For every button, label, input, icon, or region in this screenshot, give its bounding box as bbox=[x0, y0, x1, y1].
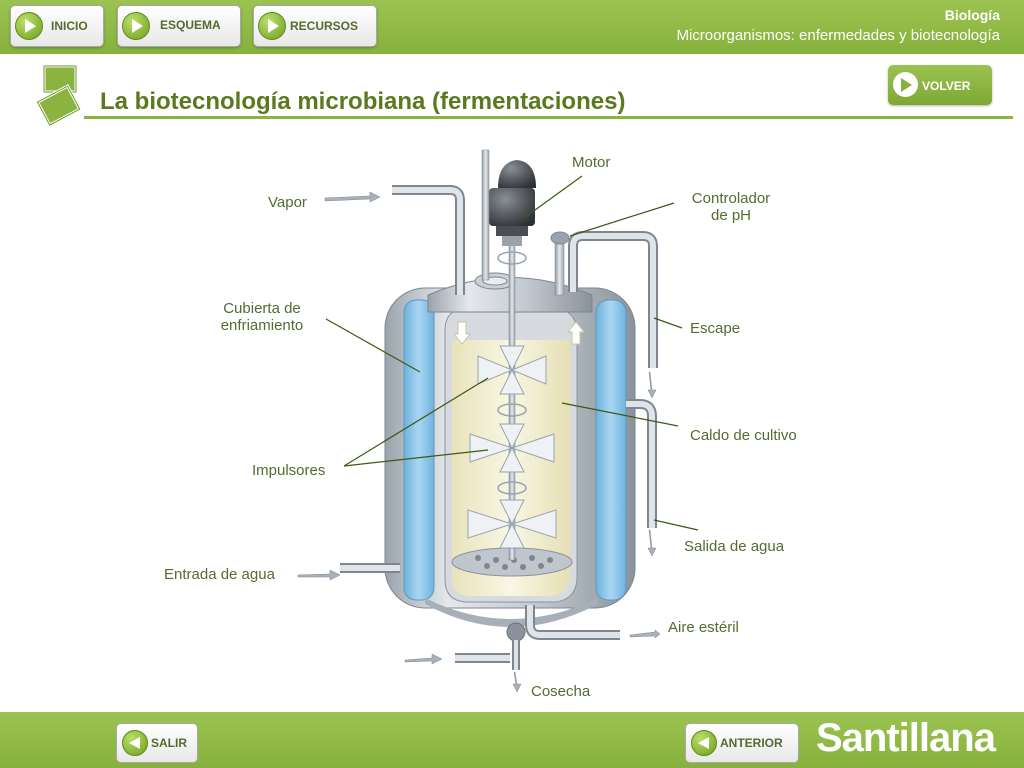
play-icon bbox=[122, 12, 150, 40]
esquema-button[interactable]: ESQUEMA bbox=[117, 5, 241, 47]
volver-label: VOLVER bbox=[922, 79, 971, 93]
unit-title: Microorganismos: enfermedades y biotecno… bbox=[676, 27, 1000, 44]
label-motor: Motor bbox=[572, 154, 611, 171]
inicio-label: INICIO bbox=[51, 19, 88, 33]
label-cosecha: Cosecha bbox=[531, 683, 591, 700]
back-arrow-icon bbox=[691, 730, 717, 756]
page-title: La biotecnología microbiana (fermentacio… bbox=[100, 88, 626, 115]
anterior-label: ANTERIOR bbox=[720, 736, 783, 750]
label-cubierta: Cubierta de enfriamiento bbox=[206, 300, 318, 334]
label-controlador-line2: de pH bbox=[710, 207, 752, 224]
back-arrow-icon bbox=[122, 730, 148, 756]
label-salida: Salida de agua bbox=[684, 538, 785, 555]
label-escape: Escape bbox=[690, 320, 741, 337]
label-aire: Aire estéril bbox=[668, 619, 739, 636]
play-icon bbox=[15, 12, 43, 40]
label-controlador-line1: Controlador bbox=[691, 190, 771, 207]
label-impulsores: Impulsores bbox=[252, 462, 326, 479]
label-vapor: Vapor bbox=[268, 194, 307, 211]
slides-icon bbox=[36, 64, 82, 126]
play-icon bbox=[258, 12, 286, 40]
label-cubierta-line2: enfriamiento bbox=[220, 317, 304, 334]
recursos-label: RECURSOS bbox=[290, 19, 359, 33]
label-controlador: Controlador de pH bbox=[676, 190, 786, 224]
volver-button[interactable]: VOLVER bbox=[888, 65, 992, 105]
salir-button[interactable]: SALIR bbox=[116, 723, 198, 763]
santillana-logo: Santillana bbox=[816, 716, 996, 760]
recursos-button[interactable]: RECURSOS bbox=[253, 5, 377, 47]
salir-label: SALIR bbox=[151, 736, 187, 750]
esquema-label: ESQUEMA bbox=[160, 18, 221, 32]
inicio-button[interactable]: INICIO bbox=[10, 5, 104, 47]
anterior-button[interactable]: ANTERIOR bbox=[685, 723, 799, 763]
label-entrada: Entrada de agua bbox=[164, 566, 275, 583]
play-icon bbox=[893, 72, 918, 97]
label-caldo: Caldo de cultivo bbox=[690, 427, 797, 444]
subject-title: Biología bbox=[944, 7, 1000, 23]
fermenter-diagram bbox=[297, 149, 699, 693]
title-divider bbox=[84, 116, 1013, 119]
label-cubierta-line1: Cubierta de bbox=[223, 300, 301, 317]
